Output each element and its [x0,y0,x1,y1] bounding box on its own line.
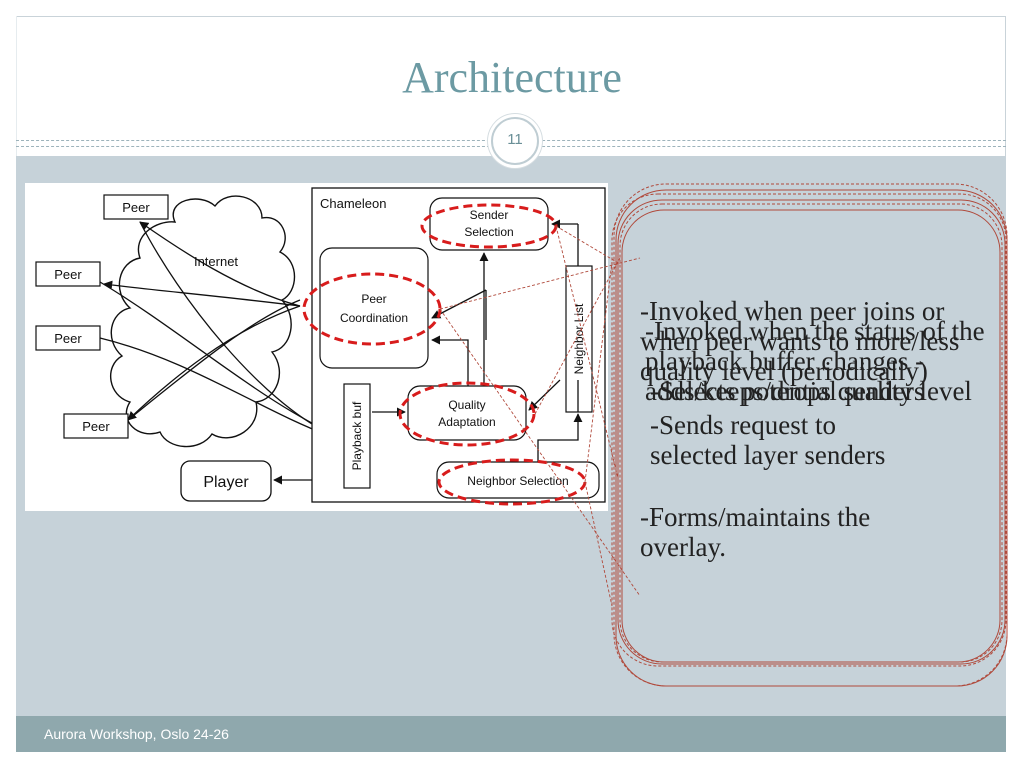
peer-coordination-box [319,247,429,369]
callout-text-sender-selection-2: -Sends request to selected layer senders [650,410,886,470]
callout-box-4 [617,199,1006,665]
callout-box-3 [611,193,1007,667]
neighbor-list-label: Neighbor List [572,303,586,374]
peer-coordination-label-2: Coordination [340,311,408,325]
internet-label: Internet [194,254,238,269]
page-number: 11 [507,131,523,148]
peer-label-1: Peer [122,200,150,215]
callout-connectors [439,225,641,607]
callout-box-2 [615,189,1008,687]
callout-boxes [611,183,1008,687]
playback-buffer-box [343,383,371,489]
frame-top-border [16,16,1006,17]
slide-title: Architecture [402,53,622,102]
peer-box-2 [35,261,101,287]
footer-bar [16,716,1006,752]
internet-links [99,221,331,437]
peer-box-4 [63,413,129,439]
page-number-badge: 11 [491,117,539,165]
callout-text-quality-adaptation: -Invoked when the status of the playback… [645,316,985,406]
neighbor-selection-label: Neighbor Selection [467,474,568,488]
sender-selection-label-1: Sender [470,208,509,222]
sender-selection-label-2: Selection [464,225,513,239]
peer-coordination-label-1: Peer [361,292,386,306]
peer-label-3: Peer [54,331,82,346]
quality-adaptation-label-2: Adaptation [438,415,495,429]
highlight-quality-adaptation [398,381,536,447]
quality-adaptation-box [407,385,527,441]
chameleon-label: Chameleon [320,196,387,211]
sender-selection-box [429,197,549,251]
playback-buffer-label: Playback buf [350,401,364,470]
player-label: Player [203,474,249,491]
neighbor-selection-box [436,461,600,499]
player-box [180,460,272,502]
callout-text-peer-coordination: -Invoked when peer joins or when peer wa… [640,296,960,386]
neighbor-list-box [565,265,593,413]
callout-text-neighbor-selection: -Forms/maintains the overlay. [640,502,871,562]
peer-box-1 [103,194,169,220]
callout-text-sender-selection-1: -Selects potential senders [650,376,925,406]
quality-adaptation-label-1: Quality [448,398,485,412]
footer-text: Aurora Workshop, Oslo 24-26 [44,726,229,742]
peer-label-4: Peer [82,419,110,434]
peer-label-2: Peer [54,267,82,282]
callout-box-6 [621,209,1001,663]
